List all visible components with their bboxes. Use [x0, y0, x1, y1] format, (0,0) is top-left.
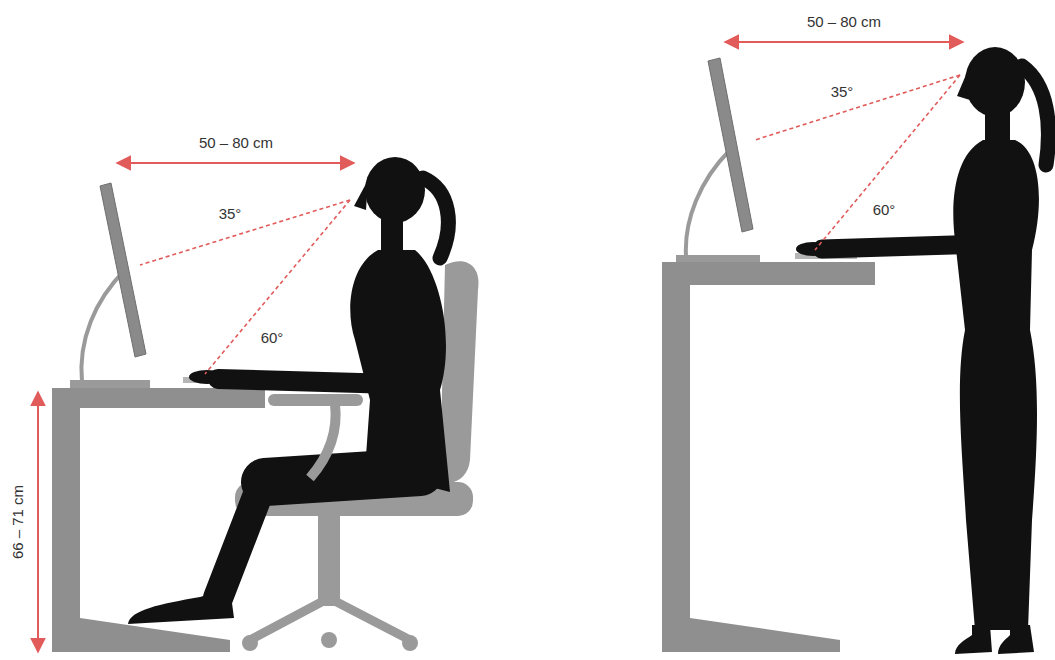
monitor — [70, 380, 150, 388]
standing-woman — [955, 625, 992, 654]
standing-desk — [662, 262, 875, 652]
seated-woman — [354, 180, 368, 210]
office-chair — [318, 516, 340, 606]
sight-line — [205, 200, 350, 374]
dimension-arrow — [725, 42, 963, 43]
dimension-arrow — [725, 41, 963, 43]
monitor — [686, 150, 730, 256]
sight-line — [140, 200, 350, 265]
seated-woman — [128, 588, 234, 624]
dimension-arrow — [37, 392, 39, 652]
dimension-arrow — [38, 163, 354, 652]
seated-woman — [423, 178, 448, 258]
monitor — [100, 183, 146, 357]
standing-woman — [796, 242, 830, 256]
monitor — [81, 270, 125, 382]
seated-woman — [218, 484, 262, 598]
height-label: 66 – 71 cm — [10, 483, 27, 561]
chair-armrest — [268, 394, 363, 478]
desk — [52, 388, 265, 652]
standing-woman — [998, 625, 1034, 654]
angle-label: 35° — [829, 84, 856, 101]
angle-label: 60° — [871, 202, 898, 219]
standing-woman — [985, 160, 1003, 244]
chair-armrest — [268, 394, 363, 406]
seated-woman — [395, 280, 405, 384]
standing-woman — [822, 244, 985, 249]
monitor — [70, 183, 150, 388]
dimension-arrow — [117, 162, 354, 164]
monitor — [676, 255, 760, 262]
desk — [52, 388, 265, 652]
sight-line — [755, 75, 960, 250]
office-chair — [321, 632, 337, 648]
sight-line — [140, 200, 350, 374]
standing-woman — [953, 140, 1039, 630]
sight-line — [755, 75, 960, 140]
standing-desk — [662, 262, 875, 652]
monitor — [676, 58, 760, 262]
chair-armrest — [310, 404, 336, 478]
angle-label: 60° — [259, 330, 286, 347]
seated-woman — [265, 472, 420, 482]
seated-woman — [128, 157, 450, 624]
seated-woman — [189, 370, 225, 384]
monitor — [708, 58, 753, 232]
distance-label: 50 – 80 cm — [197, 135, 275, 152]
standing-woman — [796, 47, 1048, 654]
sight-line — [815, 75, 960, 250]
office-chair — [242, 635, 258, 651]
office-chair — [402, 635, 418, 651]
angle-label: 35° — [217, 206, 244, 223]
seated-woman — [218, 379, 395, 384]
distance-label: 50 – 80 cm — [805, 14, 883, 31]
